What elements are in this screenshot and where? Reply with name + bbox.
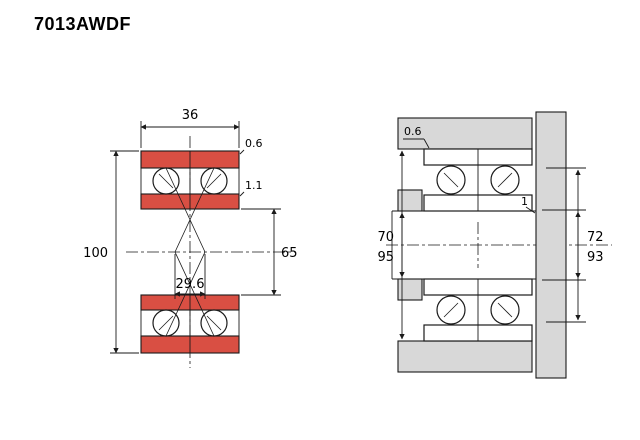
sectional-view: 36 100 65 29.6 [83,108,298,368]
bore-diameter-label: 65 [281,246,298,261]
shoulder-fillet-callout: 1 [521,195,536,214]
shaft-shoulder [535,111,567,379]
inner-chamfer-callout: 1.1 [239,179,263,197]
housing-shoulder-label: 93 [587,250,604,265]
load-center-label: 29.6 [176,277,205,292]
load-center-dimension: 29.6 [174,254,206,299]
outer-chamfer-callout: 0.6 [239,137,263,155]
bore-diameter-dimension: 65 [241,208,298,296]
width-dimension: 36 [140,108,240,148]
housing-chamfer-callout: 0.6 [403,125,430,149]
housing-bottom [397,340,533,373]
left-abutment-dimension: 70 95 [377,150,405,340]
shaft-abutment-label: 70 [377,230,394,245]
outer-diameter-dimension: 100 [83,150,139,354]
shoulder-diameter-label: 72 [587,230,604,245]
housing-and-shaft [391,111,567,379]
part-number-title: 7013AWDF [34,14,132,34]
right-shoulder-dimension: 72 93 [542,167,604,323]
bearing-rings [140,150,240,354]
width-label: 36 [182,108,199,123]
outer-diameter-label: 100 [83,246,108,261]
shoulder-fillet-label: 1 [521,195,528,208]
mounted-bearing [423,148,533,342]
outer-chamfer-label: 0.6 [245,137,263,150]
inner-chamfer-label: 1.1 [245,179,263,192]
housing-chamfer-label: 0.6 [404,125,422,138]
mounting-view: 70 95 72 93 0.6 [377,111,612,379]
housing-top [397,117,533,150]
housing-abutment-label: 95 [377,250,394,265]
